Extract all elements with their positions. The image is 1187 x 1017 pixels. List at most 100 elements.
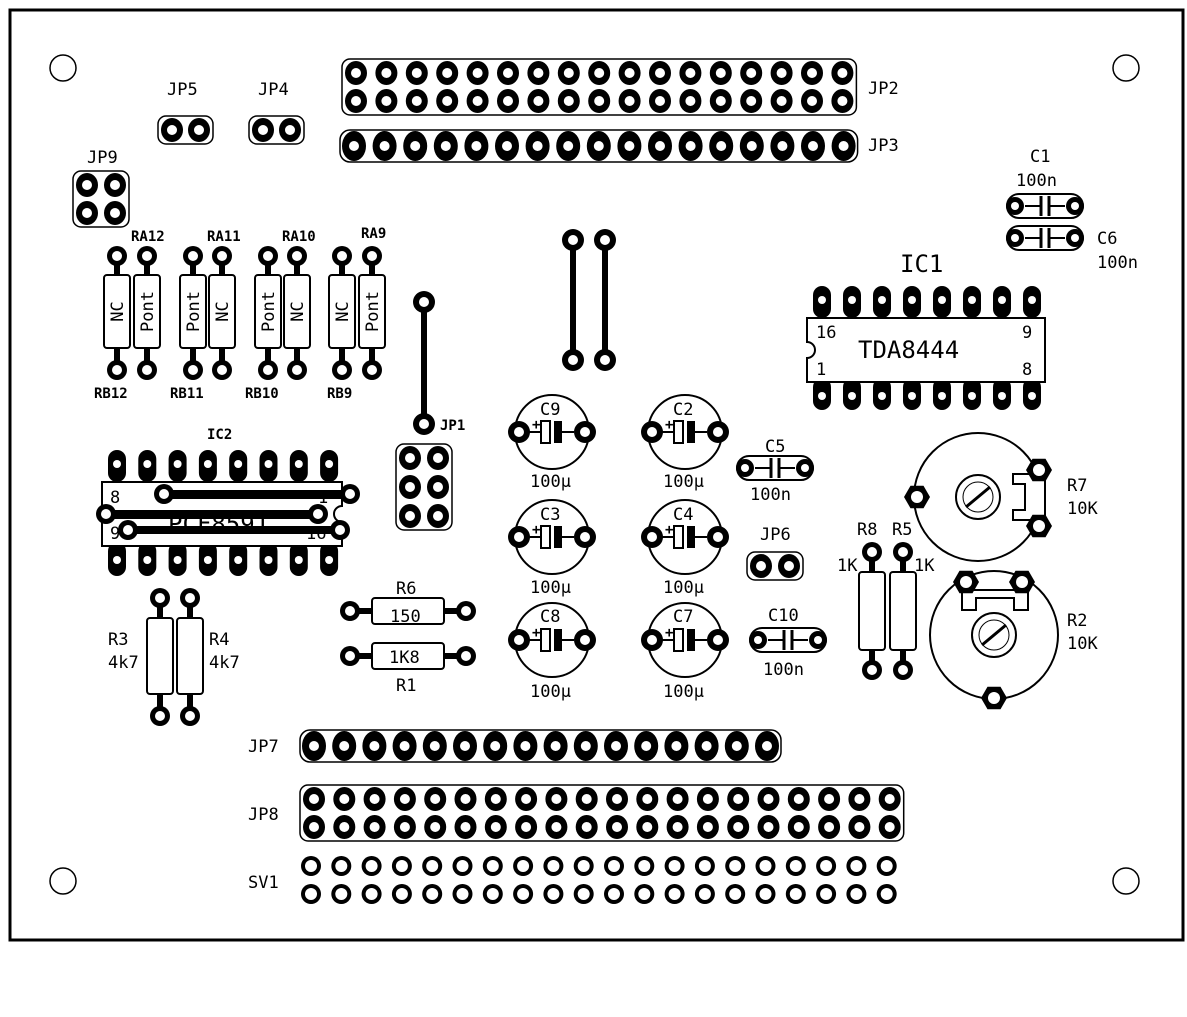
pad-hole	[520, 741, 531, 751]
label-c9: C9	[540, 400, 560, 420]
pad-hole	[998, 296, 1006, 304]
pad-hole	[701, 741, 712, 751]
mounting-hole	[49, 867, 77, 895]
pad-hole	[702, 822, 713, 832]
resistor-text: Pont	[184, 291, 204, 332]
pad-hole	[612, 794, 622, 804]
ic1-pin9: 9	[1022, 323, 1032, 343]
pad-hole	[486, 860, 499, 872]
resistor-body	[176, 617, 204, 695]
pad-hole	[305, 888, 317, 900]
resistor-r1	[340, 642, 476, 670]
pad-hole	[854, 794, 865, 804]
header-jp3	[339, 129, 859, 163]
pot-wiper-inner	[978, 619, 1010, 651]
resistor-body	[328, 274, 356, 349]
pad-hole	[759, 860, 772, 872]
pad-hole	[550, 741, 561, 751]
pad-hole	[533, 96, 544, 106]
pad-hole	[379, 141, 390, 151]
pad-hole	[968, 296, 976, 304]
polarity-plus: +	[532, 417, 540, 433]
pad-hole	[642, 822, 653, 832]
labels: JP5 JP4 JP2 JP3 JP9 C1 100n C6 100n RA12…	[87, 79, 1138, 893]
header-jp5	[157, 115, 214, 145]
pad-hole	[908, 392, 916, 400]
cap-plate	[554, 421, 562, 443]
capacitor-c9: +	[508, 394, 596, 470]
pad-hole	[784, 561, 794, 571]
pad-hole	[264, 556, 273, 564]
label-c4-value: 100µ	[663, 578, 704, 598]
pad-hole	[399, 741, 410, 751]
capacitor-c6	[1006, 225, 1084, 251]
pad-hole	[514, 532, 524, 542]
cap-plate	[540, 420, 551, 444]
resistor-body	[371, 597, 445, 625]
wire-jumper	[120, 526, 340, 534]
label-r2-value: 10K	[1067, 634, 1098, 654]
pad-hole	[490, 741, 501, 751]
pad-hole	[405, 511, 415, 521]
pad-hole	[367, 365, 377, 375]
pad-hole	[430, 822, 441, 832]
pad-hole	[490, 794, 501, 804]
pad-hole	[517, 860, 530, 872]
pad-hole	[612, 822, 622, 832]
header-jp6	[746, 551, 804, 581]
pad-hole	[309, 794, 319, 804]
pot-slot	[981, 623, 1007, 647]
pad-hole	[642, 794, 653, 804]
resistor-text: NC	[213, 301, 233, 321]
ic2-pin8: 8	[110, 488, 120, 508]
pad-hole	[593, 141, 604, 151]
resistor-r6	[340, 597, 476, 625]
pad-hole	[351, 96, 361, 106]
potentiometer-r2	[929, 570, 1059, 710]
pad-hole	[938, 296, 946, 304]
pad-hole	[884, 822, 895, 832]
pad-hole	[143, 556, 152, 564]
pad-hole	[405, 482, 415, 492]
pad-hole	[655, 96, 665, 106]
label-c10: C10	[768, 606, 799, 626]
pad-hole	[285, 125, 295, 135]
label-jp8: JP8	[248, 805, 279, 825]
pad-hole	[776, 68, 787, 78]
label-c2: C2	[673, 400, 693, 420]
pad-hole	[647, 427, 657, 437]
pad-hole	[746, 96, 757, 106]
resistor-rb10-nc: NC	[283, 246, 311, 380]
label-jp2: JP2	[868, 79, 899, 99]
pad-hole	[789, 888, 802, 900]
pad-hole	[600, 355, 610, 365]
ic2-pin9: 9	[110, 524, 120, 544]
pad-hole	[217, 365, 227, 375]
pad-hole	[203, 556, 212, 564]
label-ra9: RA9	[361, 226, 386, 242]
pad-hole	[521, 794, 532, 804]
pad-hole	[419, 297, 429, 307]
pad-hole	[672, 794, 683, 804]
pad-hole	[1028, 392, 1036, 400]
pad-hole	[1011, 202, 1019, 210]
label-jp3: JP3	[868, 136, 899, 156]
wire-jumper	[106, 510, 320, 519]
pad-hole	[410, 141, 421, 151]
cap-plate	[554, 629, 562, 651]
pad-hole	[367, 251, 377, 261]
pad-hole	[472, 68, 483, 78]
label-r2: R2	[1067, 611, 1087, 631]
polarity-plus: +	[665, 625, 673, 641]
pad-hole	[460, 741, 470, 751]
pad-hole	[337, 365, 347, 375]
pot-notch	[961, 589, 1029, 611]
cap-plate	[673, 525, 684, 549]
pad-hole	[365, 888, 378, 900]
pad-hole	[563, 68, 574, 78]
pad-hole	[547, 888, 560, 900]
pad-hole	[568, 355, 578, 365]
pad-hole	[433, 453, 443, 463]
pad-hole	[486, 888, 499, 900]
label-sv1: SV1	[248, 873, 279, 893]
